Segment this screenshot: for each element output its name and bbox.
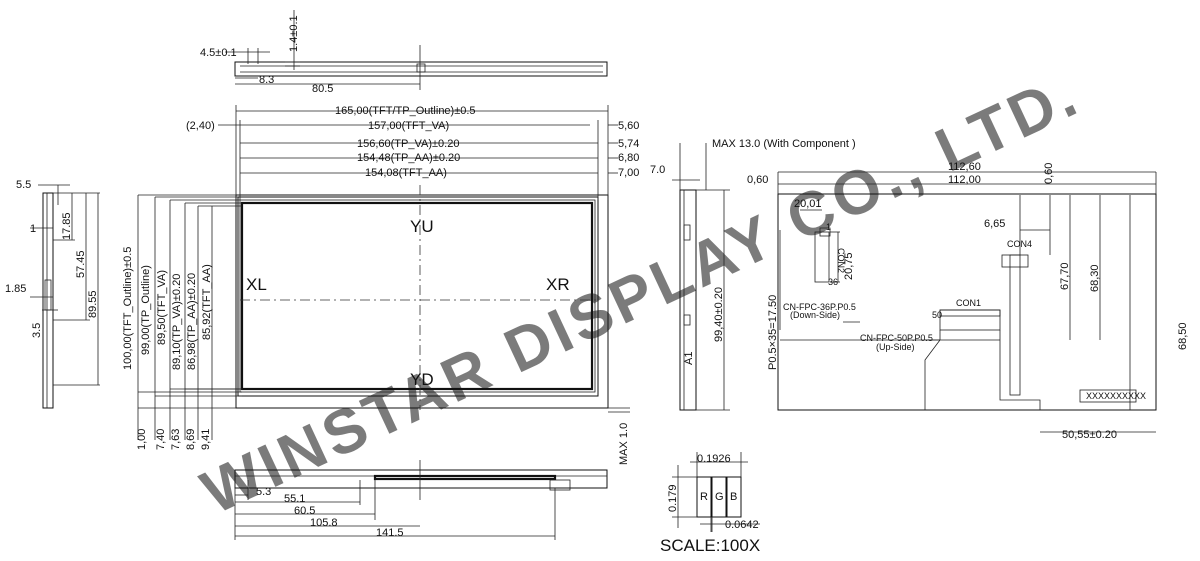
dim-50-55: 50,55±0.20 xyxy=(1062,429,1117,441)
dim-left-1: 1 xyxy=(30,223,36,235)
watermark: WINSTAR DISPLAY CO., LTD. xyxy=(192,60,1090,528)
label-pin-36: 36 xyxy=(828,277,838,287)
dim-68-50: 68,50 xyxy=(1177,322,1189,350)
subpixel-r: R xyxy=(700,491,708,503)
dim-left-offset: (2,40) xyxy=(186,120,215,132)
dim-right-offset-3: 6,80 xyxy=(618,152,639,164)
dim-55-1: 55.1 xyxy=(284,493,305,505)
dim-tft-outline-v: 100,00(TFT_Outline)±0.5 xyxy=(122,247,134,370)
top-view: 4.5±0.1 1.4±0.1 8.3 80.5 xyxy=(200,10,608,95)
dim-tft-va-h: 157,00(TFT_VA) xyxy=(368,120,449,132)
front-view: 165,00(TFT/TP_Outline)±0.5 157,00(TFT_VA… xyxy=(122,105,639,465)
label-pin-50: 50 xyxy=(932,310,942,320)
label-xr: XR xyxy=(546,275,570,294)
label-yd: YD xyxy=(410,370,434,389)
dim-tp-aa-v: 86,98(TP_AA)±0.20 xyxy=(186,273,198,370)
dim-0-60-left: 0,60 xyxy=(747,174,768,186)
label-cn-fpc-36: CN-FPC-36P.P0.5 xyxy=(783,302,856,312)
dim-tft-va-v: 89,50(TFT_VA) xyxy=(156,270,168,345)
label-up-side: (Up-Side) xyxy=(876,342,915,352)
dim-left-17-85: 17.85 xyxy=(61,212,73,240)
side-view: 7.0 MAX 13.0 (With Component ) 99,40±0.2… xyxy=(650,138,856,411)
dim-max-13: MAX 13.0 (With Component ) xyxy=(712,138,856,150)
label-pin-1: 1 xyxy=(826,222,831,232)
dim-5-3: 5.3 xyxy=(256,486,271,498)
subpixel-b: B xyxy=(730,491,737,503)
dim-left-5-5: 5.5 xyxy=(16,179,31,191)
scale-label: SCALE:100X xyxy=(660,536,760,555)
label-down-side: (Down-Side) xyxy=(790,310,840,320)
dim-8-3: 8.3 xyxy=(259,74,274,86)
dim-left-57-45: 57.45 xyxy=(75,250,87,278)
dim-side-7: 7.0 xyxy=(650,164,665,176)
label-con1: CON1 xyxy=(956,298,981,308)
dim-0-60-right: 0,60 xyxy=(1043,163,1055,184)
dim-bottom-2: 7,40 xyxy=(155,429,167,450)
dim-112-00: 112,00 xyxy=(948,174,981,186)
dim-141-5: 141.5 xyxy=(376,527,404,539)
label-a1: A1 xyxy=(683,352,695,365)
dim-pitch: P0.5×35=17.50 xyxy=(767,295,779,370)
pixel-detail: 0.1926 0.179 0.0642 R G B SCALE:100X xyxy=(660,452,760,555)
dim-67-70: 67,70 xyxy=(1059,262,1071,290)
dim-105-8: 105.8 xyxy=(310,517,338,529)
left-view: 5.5 17.85 1 57.45 89.55 1.85 3.5 xyxy=(5,179,100,409)
dim-tp-outline-v: 99,00(TP_Outline) xyxy=(140,265,152,355)
dim-6-65: 6,65 xyxy=(984,218,1005,230)
label-yu: YU xyxy=(410,217,434,236)
label-con2: CON2 xyxy=(836,248,846,273)
dim-right-offset-4: 7,00 xyxy=(618,167,639,179)
label-con4: CON4 xyxy=(1007,239,1032,249)
dim-pixel-width: 0.1926 xyxy=(697,453,731,465)
dim-tp-thickness: 1.4±0.1 xyxy=(288,15,300,52)
bottom-view: 5.3 55.1 60.5 105.8 141.5 xyxy=(234,460,608,540)
dim-tft-aa-h: 154,08(TFT_AA) xyxy=(365,167,447,179)
dim-bottom-4: 8,69 xyxy=(185,429,197,450)
dim-bottom-1: 1,00 xyxy=(136,429,148,450)
label-xxx: XXXXXXXXXX xyxy=(1086,391,1146,401)
dim-thickness: 4.5±0.1 xyxy=(200,47,237,59)
dim-tp-va-v: 89,10(TP_VA)±0.20 xyxy=(171,274,183,370)
label-cn-fpc-50: CN-FPC-50P.P0.5 xyxy=(860,333,933,343)
dim-side-height: 99,40±0.20 xyxy=(713,287,725,342)
dim-pixel-height: 0.179 xyxy=(667,484,679,512)
dim-tft-tp-outline: 165,00(TFT/TP_Outline)±0.5 xyxy=(335,105,476,117)
dim-68-30: 68,30 xyxy=(1089,264,1101,292)
dim-20-75: 20,75 xyxy=(843,252,855,280)
dim-left-3-5: 3.5 xyxy=(31,323,43,338)
dim-tp-va-h: 156,60(TP_VA)±0.20 xyxy=(357,138,459,150)
dim-80-5: 80.5 xyxy=(312,83,333,95)
dim-left-1-85: 1.85 xyxy=(5,283,26,295)
dim-60-5: 60.5 xyxy=(294,505,315,517)
back-view: 112,60 112,00 0,60 0,60 20,01 6,65 20,75… xyxy=(747,161,1189,441)
dim-bottom-3: 7,63 xyxy=(170,429,182,450)
subpixel-g: G xyxy=(715,491,724,503)
dim-tft-aa-v: 85,92(TFT_AA) xyxy=(201,264,213,340)
dim-pixel-gap: 0.0642 xyxy=(725,519,759,531)
dim-right-offset-1: 5,60 xyxy=(618,120,639,132)
dim-tp-aa-h: 154,48(TP_AA)±0.20 xyxy=(357,152,460,164)
dim-max-1: MAX 1.0 xyxy=(618,423,630,465)
dim-bottom-5: 9,41 xyxy=(200,429,212,450)
dim-20-01: 20,01 xyxy=(794,198,822,210)
dim-112-60: 112,60 xyxy=(948,161,981,173)
dim-right-offset-2: 5,74 xyxy=(618,138,639,150)
label-xl: XL xyxy=(246,275,267,294)
dim-left-89-55: 89.55 xyxy=(87,290,99,318)
